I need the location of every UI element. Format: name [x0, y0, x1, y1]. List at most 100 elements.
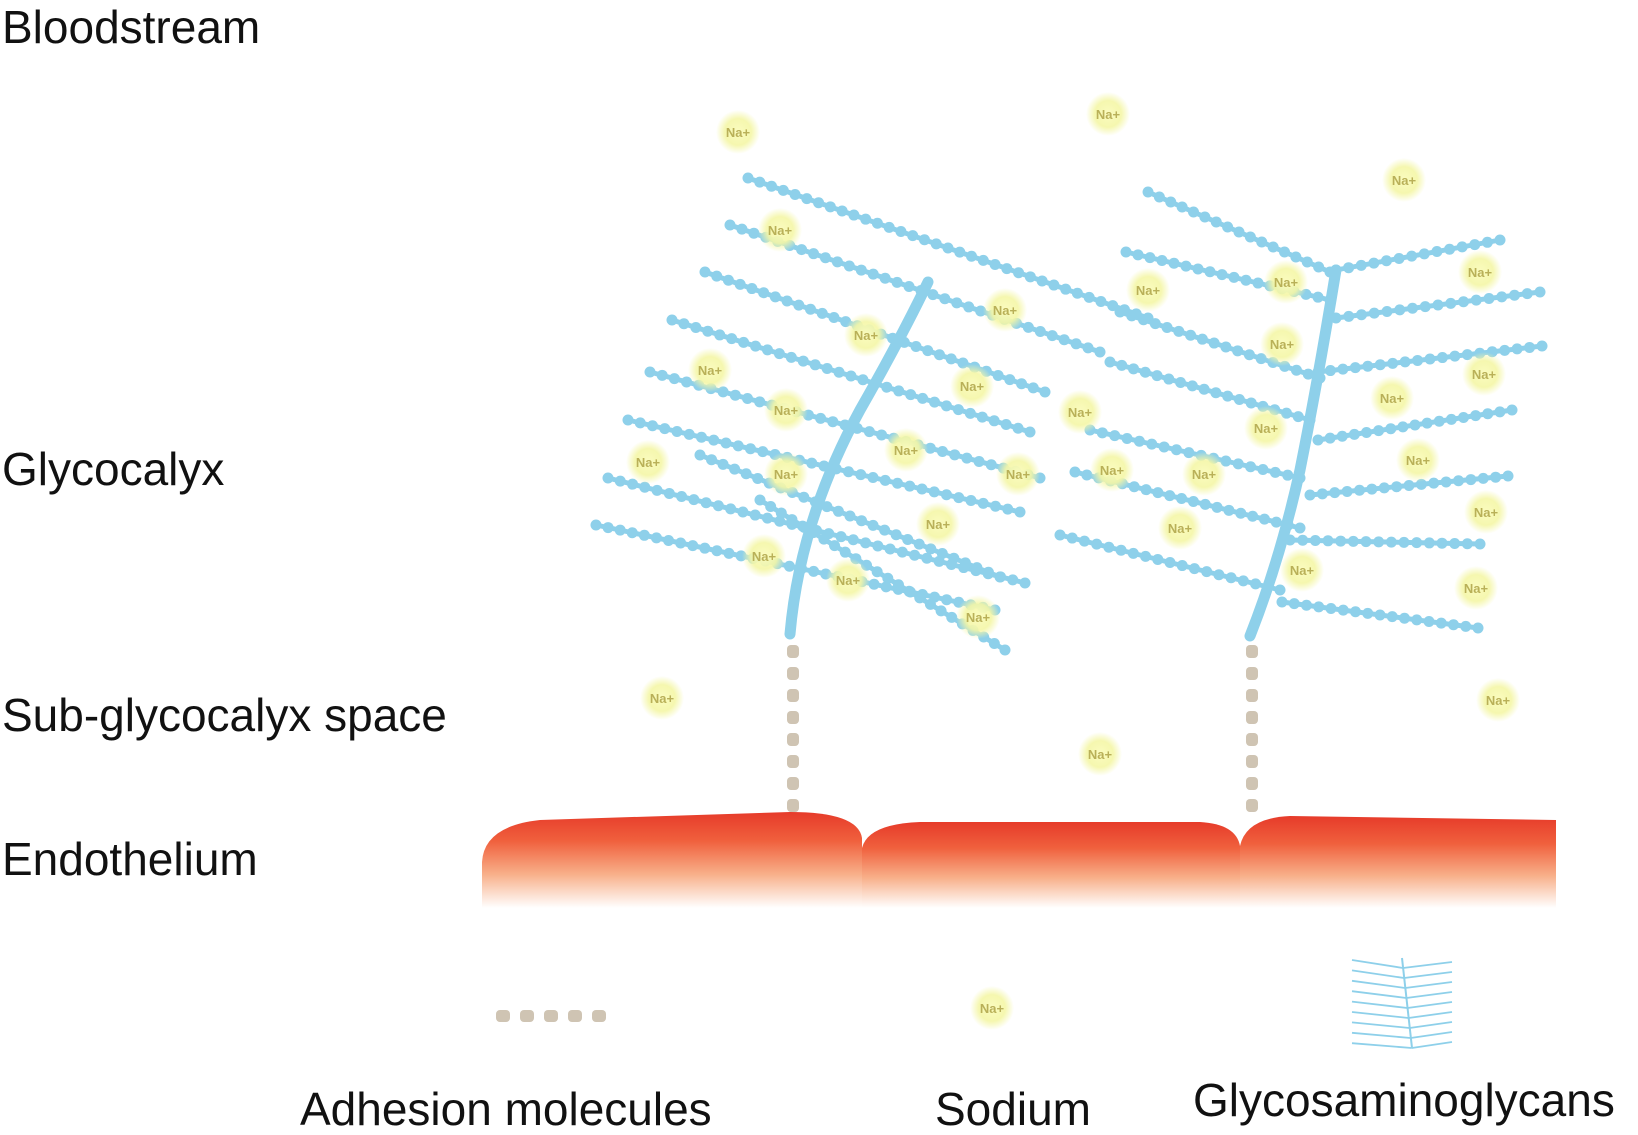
svg-text:Na+: Na+ — [650, 691, 675, 706]
gag-chain-right-outer-7 — [1276, 596, 1484, 634]
svg-text:Na+: Na+ — [894, 443, 919, 458]
svg-text:Na+: Na+ — [774, 403, 799, 418]
svg-text:Na+: Na+ — [768, 223, 793, 238]
svg-text:Na+: Na+ — [1254, 421, 1279, 436]
sodium-ion-2: Na+ — [1086, 92, 1130, 136]
sodium-ion-26: Na+ — [916, 502, 960, 546]
gag-chain-right-outer-4 — [1312, 404, 1518, 446]
svg-text:Na+: Na+ — [926, 517, 951, 532]
svg-text:Na+: Na+ — [1486, 693, 1511, 708]
sodium-ion-34: Na+ — [1078, 732, 1122, 776]
svg-text:Na+: Na+ — [752, 549, 777, 564]
svg-text:Na+: Na+ — [1468, 265, 1493, 280]
sodium-ion-28: Na+ — [742, 534, 786, 578]
sodium-ion-35: Na+ — [1476, 678, 1520, 722]
svg-text:Na+: Na+ — [698, 363, 723, 378]
legend-adhesion-molecules-label: Adhesion molecules — [300, 1083, 712, 1135]
sodium-ion-32: Na+ — [956, 595, 1000, 639]
sodium-ion-10: Na+ — [1260, 322, 1304, 366]
endothelial-cell-3 — [1240, 816, 1556, 908]
svg-text:Na+: Na+ — [1192, 467, 1217, 482]
sodium-ion-1: Na+ — [716, 110, 760, 154]
svg-text:Na+: Na+ — [993, 303, 1018, 318]
svg-text:Na+: Na+ — [1168, 521, 1193, 536]
legend-sodium-label: Sodium — [935, 1083, 1091, 1135]
sodium-ion-27: Na+ — [1158, 506, 1202, 550]
svg-text:Na+: Na+ — [836, 573, 861, 588]
svg-text:Na+: Na+ — [1136, 283, 1161, 298]
sodium-ion-9: Na+ — [844, 313, 888, 357]
endothelium-layer — [482, 812, 1556, 908]
sodium-ion-8: Na+ — [983, 288, 1027, 332]
svg-text:Na+: Na+ — [1380, 391, 1405, 406]
legend-adhesion-icon — [496, 1010, 606, 1022]
sodium-ion-23: Na+ — [1090, 448, 1134, 492]
gag-chain-right-outer-5 — [1304, 470, 1514, 501]
svg-text:Na+: Na+ — [1006, 467, 1031, 482]
sodium-ion-15: Na+ — [950, 364, 994, 408]
svg-text:Na+: Na+ — [1474, 505, 1499, 520]
gag-chain-right-outer-2 — [1330, 286, 1546, 324]
sodium-ion-3: Na+ — [1382, 158, 1426, 202]
sodium-ion-21: Na+ — [764, 452, 808, 496]
svg-text:Na+: Na+ — [726, 125, 751, 140]
svg-text:Na+: Na+ — [1100, 463, 1125, 478]
legend-sodium-icon: Na+ — [970, 986, 1014, 1030]
sodium-ion-25: Na+ — [1464, 490, 1508, 534]
sodium-ion-17: Na+ — [1244, 406, 1288, 450]
svg-text:Na+: Na+ — [1270, 337, 1295, 352]
svg-text:Na+: Na+ — [1290, 563, 1315, 578]
svg-text:Na+: Na+ — [1392, 173, 1417, 188]
sodium-ion-30: Na+ — [826, 558, 870, 602]
sodium-ion-22: Na+ — [996, 452, 1040, 496]
gag-chain-left-4 — [666, 314, 1036, 438]
sodium-ion-4: Na+ — [758, 208, 802, 252]
gag-chain-right-outer-6 — [1284, 534, 1486, 550]
adhesion-molecules — [787, 645, 1258, 812]
endothelial-cell-1 — [482, 812, 862, 908]
sodium-ion-16: Na+ — [1058, 390, 1102, 434]
svg-text:Na+: Na+ — [966, 610, 991, 625]
svg-text:Na+: Na+ — [1406, 453, 1431, 468]
adhesion-molecule-right — [1246, 645, 1258, 812]
bloodstream-label: Bloodstream — [2, 1, 261, 53]
svg-text:Na+: Na+ — [1088, 747, 1113, 762]
gag-chain-left-6 — [622, 414, 1026, 518]
legend-glycosaminoglycan-icon — [1351, 957, 1453, 1049]
sodium-ion-7: Na+ — [1458, 250, 1502, 294]
sodium-ion-18: Na+ — [884, 428, 928, 472]
svg-text:Na+: Na+ — [854, 328, 879, 343]
sub-glycocalyx-space-label: Sub-glycocalyx space — [2, 689, 447, 741]
gag-chain-right-outer-3 — [1312, 340, 1548, 378]
sodium-ion-24: Na+ — [1182, 452, 1226, 496]
sodium-ion-31: Na+ — [1454, 566, 1498, 610]
sodium-ion-12: Na+ — [688, 348, 732, 392]
gag-chain-right-outer-1 — [1330, 234, 1506, 276]
sodium-ion-20: Na+ — [626, 440, 670, 484]
svg-text:Na+: Na+ — [1096, 107, 1121, 122]
legend-glycosaminoglycans-label: Glycosaminoglycans — [1193, 1074, 1615, 1126]
sodium-ion-5: Na+ — [1126, 268, 1170, 312]
sodium-ion-6: Na+ — [1264, 260, 1308, 304]
sodium-ion-13: Na+ — [1370, 376, 1414, 420]
svg-text:Na+: Na+ — [636, 455, 661, 470]
sodium-ion-14: Na+ — [764, 388, 808, 432]
svg-text:Na+: Na+ — [1464, 581, 1489, 596]
legend-icons: Na+ — [496, 957, 1453, 1049]
sodium-ion-11: Na+ — [1462, 352, 1506, 396]
gag-chain-right-inner-3 — [1114, 306, 1326, 384]
sodium-ions: Na+ Na+ Na+ Na+ Na+ Na+ Na+ Na+ Na+ Na+ Na+ Na+ Na+ N… — [626, 92, 1520, 776]
endothelium-label: Endothelium — [2, 833, 258, 885]
svg-text:Na+: Na+ — [1274, 275, 1299, 290]
sodium-ion-29: Na+ — [1280, 548, 1324, 592]
svg-text:Na+: Na+ — [1472, 367, 1497, 382]
svg-text:Na+: Na+ — [1068, 405, 1093, 420]
glycocalyx-label: Glycocalyx — [2, 443, 225, 495]
sodium-ion-33: Na+ — [640, 676, 684, 720]
svg-text:Na+: Na+ — [980, 1001, 1005, 1016]
sodium-ion-19: Na+ — [1396, 438, 1440, 482]
gag-chain-right-inner-7 — [1054, 529, 1286, 596]
adhesion-molecule-left — [787, 645, 799, 812]
svg-text:Na+: Na+ — [774, 467, 799, 482]
